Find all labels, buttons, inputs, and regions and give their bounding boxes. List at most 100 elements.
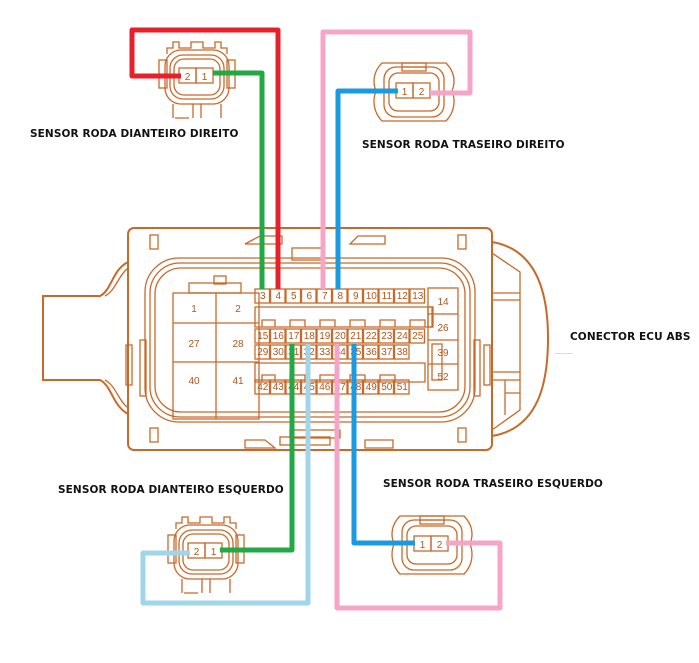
wire-front-left-pin1-to-ecu-44 — [220, 344, 295, 553]
ecu-pin-3: 3 — [254, 288, 271, 304]
svg-text:18: 18 — [304, 331, 316, 342]
ecu-pin-17: 17 — [285, 328, 302, 344]
ecu-pin-18: 18 — [300, 328, 317, 344]
svg-text:10: 10 — [366, 291, 378, 302]
svg-text:24: 24 — [397, 331, 409, 342]
label-front-right-sensor: SENSOR RODA DIANTEIRO DIREITO — [30, 128, 239, 140]
divider-line — [555, 353, 573, 354]
svg-text:29: 29 — [257, 347, 269, 358]
label-front-left-sensor: SENSOR RODA DIANTEIRO ESQUERDO — [58, 484, 284, 496]
ecu-pin-6: 6 — [300, 288, 317, 304]
ecu-pin-42: 42 — [254, 379, 271, 395]
svg-text:11: 11 — [382, 291, 393, 302]
svg-text:3: 3 — [260, 291, 266, 302]
wire-rear-left-pin1-to-ecu-48 — [351, 344, 415, 546]
ecu-pin-43: 43 — [269, 379, 286, 395]
svg-text:37: 37 — [381, 347, 393, 358]
svg-text:22: 22 — [366, 331, 378, 342]
svg-text:9: 9 — [353, 291, 359, 302]
ecu-pin-40: 40 — [188, 376, 200, 387]
svg-text:38: 38 — [397, 347, 409, 358]
sensor-pin: 2 — [419, 87, 425, 98]
ecu-pin-24: 24 — [393, 328, 410, 344]
wire-rear-left-pin2-to-ecu-47 — [334, 344, 503, 611]
ecu-pin-21: 21 — [347, 328, 364, 344]
ecu-pin-27: 27 — [188, 339, 200, 350]
ecu-pin-49: 49 — [362, 379, 379, 395]
ecu-pin-19: 19 — [316, 328, 333, 344]
ecu-pin-28: 28 — [232, 339, 244, 350]
label-rear-left-sensor: SENSOR RODA TRASEIRO ESQUERDO — [383, 478, 603, 490]
ecu-pin-11: 11 — [378, 288, 395, 304]
sensor-pin: 2 — [194, 547, 200, 558]
ecu-pin-51: 51 — [393, 379, 410, 395]
svg-text:6: 6 — [306, 291, 312, 302]
ecu-pin-14: 14 — [437, 297, 449, 308]
ecu-pin-25: 25 — [409, 328, 426, 344]
svg-text:12: 12 — [397, 291, 409, 302]
ecu-pin-46: 46 — [316, 379, 333, 395]
ecu-pin-36: 36 — [362, 344, 379, 360]
svg-text:19: 19 — [319, 331, 331, 342]
ecu-pin-39: 39 — [437, 348, 449, 359]
wire-front-right-pin1-to-ecu-3 — [213, 70, 265, 289]
ecu-pin-9: 9 — [347, 288, 364, 304]
ecu-pin-38: 38 — [393, 344, 410, 360]
ecu-pin-47: 47 — [331, 379, 348, 395]
sensor-pin: 2 — [437, 540, 443, 551]
wire-rear-right-pin1-to-ecu-8 — [335, 88, 398, 289]
ecu-pin-50: 50 — [378, 379, 395, 395]
ecu-pin-30: 30 — [269, 344, 286, 360]
label-rear-right-sensor: SENSOR RODA TRASEIRO DIREITO — [362, 139, 565, 151]
svg-text:4: 4 — [275, 291, 281, 302]
ecu-pin-41: 41 — [232, 376, 244, 387]
ecu-pin-5: 5 — [285, 288, 302, 304]
svg-text:42: 42 — [257, 382, 269, 393]
svg-text:20: 20 — [335, 331, 347, 342]
sensor-pin: 2 — [185, 72, 191, 83]
sensor-pin: 1 — [211, 547, 217, 558]
ecu-pin-1: 1 — [191, 304, 197, 315]
svg-text:46: 46 — [319, 382, 331, 393]
ecu-pin-52: 52 — [437, 372, 449, 383]
sensor-pin: 1 — [202, 72, 208, 83]
svg-text:36: 36 — [366, 347, 378, 358]
svg-text:49: 49 — [366, 382, 378, 393]
ecu-pin-13: 13 — [409, 288, 426, 304]
svg-text:43: 43 — [273, 382, 285, 393]
wire-front-right-pin2-to-ecu-4 — [129, 27, 281, 289]
sensor-pin: 1 — [402, 87, 408, 98]
ecu-pin-34: 34 — [331, 344, 348, 360]
ecu-pin-15: 15 — [254, 328, 271, 344]
ecu-pin-22: 22 — [362, 328, 379, 344]
ecu-pin-29: 29 — [254, 344, 271, 360]
ecu-pin-26: 26 — [437, 323, 449, 334]
svg-text:34: 34 — [335, 347, 347, 358]
svg-text:25: 25 — [412, 331, 424, 342]
svg-text:23: 23 — [381, 331, 393, 342]
svg-text:8: 8 — [337, 291, 343, 302]
ecu-pin-12: 12 — [393, 288, 410, 304]
ecu-pin-10: 10 — [362, 288, 379, 304]
svg-text:21: 21 — [350, 331, 362, 342]
ecu-pin-20: 20 — [331, 328, 348, 344]
ecu-pin-7: 7 — [316, 288, 333, 304]
wire-rear-right-pin2-to-ecu-7 — [320, 29, 473, 289]
ecu-pin-33: 33 — [316, 344, 333, 360]
svg-text:15: 15 — [257, 331, 269, 342]
ecu-pin-16: 16 — [269, 328, 286, 344]
ecu-right-latch — [491, 241, 550, 437]
svg-text:30: 30 — [273, 347, 285, 358]
ecu-pin-37: 37 — [378, 344, 395, 360]
ecu-pin-8: 8 — [331, 288, 348, 304]
sensor-pin: 1 — [420, 540, 426, 551]
ecu-left-tab — [42, 261, 129, 415]
wire-front-left-pin2-to-ecu-45 — [140, 344, 311, 606]
svg-text:33: 33 — [319, 347, 331, 358]
ecu-pin-4: 4 — [269, 288, 286, 304]
svg-text:51: 51 — [397, 382, 409, 393]
